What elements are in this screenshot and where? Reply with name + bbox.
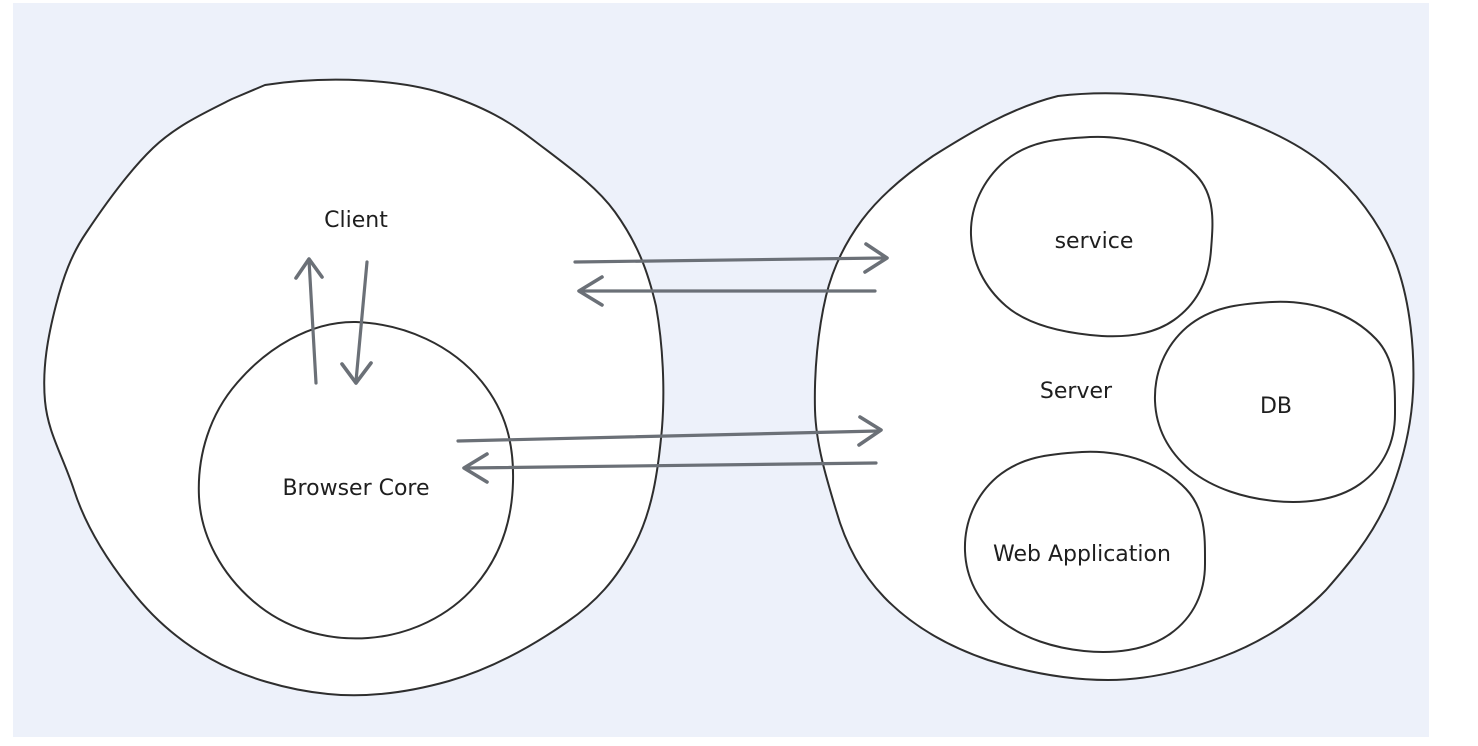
arrow-left-top-head: [577, 275, 604, 307]
arrow-down-shaft: [354, 260, 369, 383]
db-circle: [1153, 300, 1397, 504]
server-blob-outline: [813, 92, 1415, 681]
arrow-left-mid-shaft: [464, 461, 878, 470]
arrow-down-head: [340, 361, 373, 385]
browser-core-circle: [197, 320, 515, 640]
service-circle: [969, 135, 1214, 338]
arrow-up-head: [294, 257, 324, 280]
edge-server-to-browser-core-response: [462, 452, 878, 484]
edge-browser-core-to-server-request: [456, 415, 883, 447]
edge-browser-core-to-client: [294, 257, 324, 385]
server-label: Server: [1040, 379, 1113, 404]
arrow-right-mid-head: [857, 415, 883, 447]
arrow-right-top-shaft: [573, 256, 886, 264]
arrow-right-top-head: [863, 242, 889, 274]
arrow-right-mid-shaft: [456, 429, 880, 443]
edge-client-to-server-request: [573, 242, 889, 274]
arrow-up-shaft: [307, 258, 318, 385]
edge-server-to-client-response: [577, 275, 877, 307]
browser-core-label: Browser Core: [282, 476, 429, 501]
service-label: service: [1055, 229, 1134, 254]
client-label: Client: [324, 208, 388, 233]
db-label: DB: [1260, 394, 1292, 419]
arrow-left-mid-head: [462, 452, 489, 484]
edge-client-to-browser-core: [340, 260, 373, 385]
web-application-circle: [963, 450, 1207, 654]
web-application-label: Web Application: [993, 542, 1171, 567]
